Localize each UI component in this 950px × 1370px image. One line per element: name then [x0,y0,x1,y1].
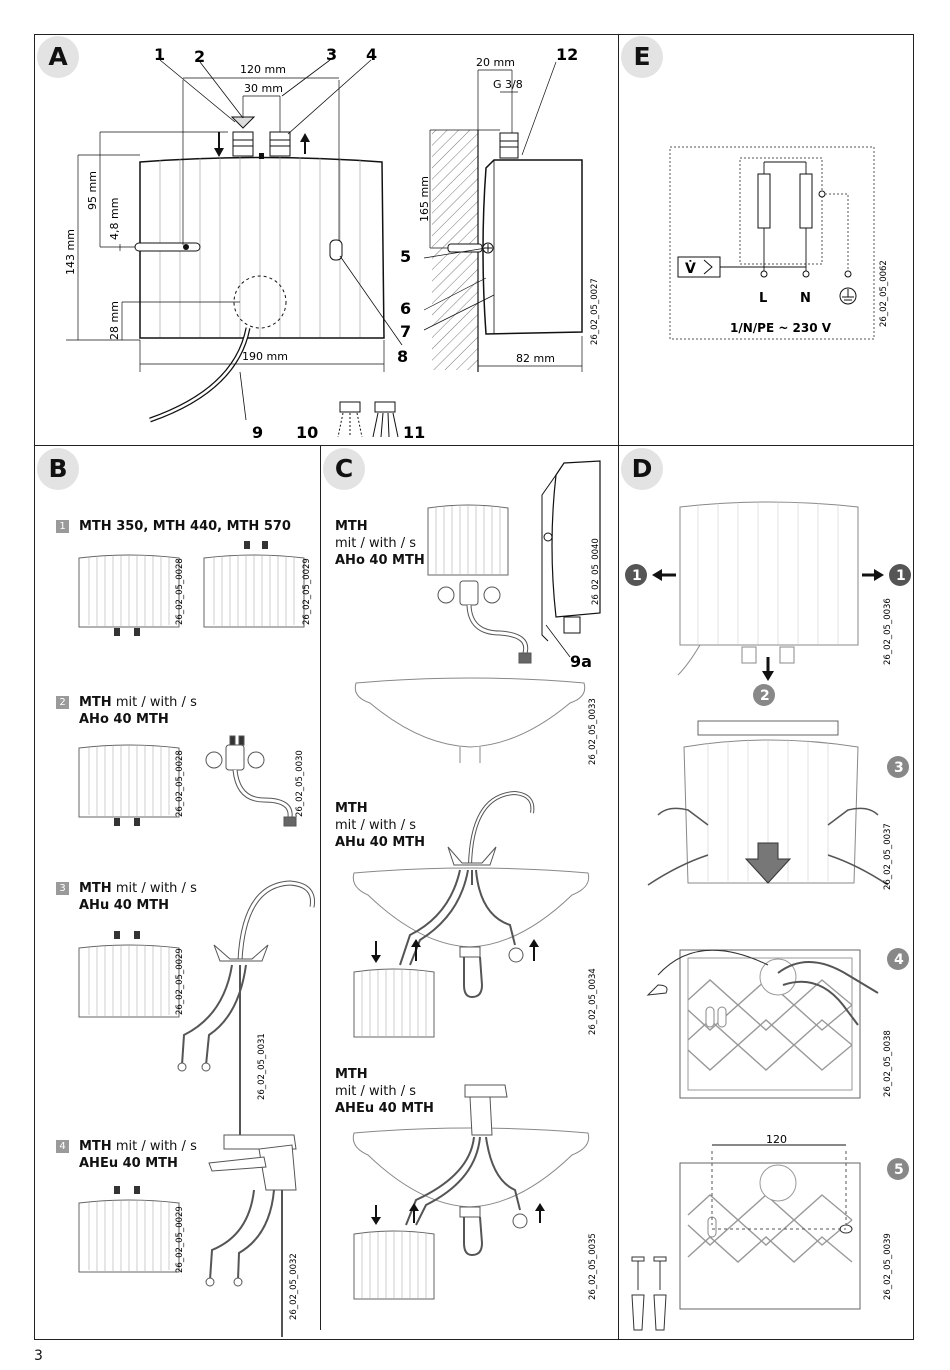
divider-vertical-left [320,445,321,1330]
terminal-l-label: L [759,291,767,306]
svg-text:26_02_05_0029: 26_02_05_0029 [175,1206,185,1273]
svg-text:26_02_05_0031: 26_02_05_0031 [257,1033,267,1100]
image-codes-d: 26_02_05_0036 26_02_05_0037 26_02_05_003… [883,598,893,1300]
svg-text:26_02_05_0035: 26_02_05_0035 [588,1233,598,1300]
callout-numbers-a: 1 2 3 4 5 6 7 8 9 10 11 12 [154,45,578,442]
svg-text:26_02_05_0032: 26_02_05_0032 [289,1253,299,1320]
step-marker-d1-left: 1 [625,564,647,586]
svg-text:82 mm: 82 mm [516,352,555,365]
step-number-b1: 1 [56,520,69,533]
callout-9a: 9a [570,652,592,671]
svg-text:4: 4 [366,45,377,64]
section-letter-b: B [37,448,79,490]
step-number-b2: 2 [56,696,69,709]
step-marker-d2: 2 [753,684,775,706]
step-marker-d4: 4 [887,948,909,970]
section-letter-e: E [621,36,663,78]
svg-text:1: 1 [154,45,165,64]
svg-text:26_02_05_0029: 26_02_05_0029 [175,948,185,1015]
divider-horizontal [34,445,914,446]
svg-text:165 mm: 165 mm [418,176,431,222]
svg-text:6: 6 [400,299,411,318]
dimension-labels-front: 120 mm 30 mm 95 mm 4,8 mm 143 mm 28 mm 1… [64,63,288,363]
page-number: 3 [34,1348,43,1364]
image-code-e: 26_02_05_0062 [879,260,889,327]
svg-text:26_02_05_0038: 26_02_05_0038 [883,1030,893,1097]
image-codes-c: 26_02_05_0040 26_02_05_0033 26_02_05_003… [588,538,601,1300]
section-letter-c: C [323,448,365,490]
svg-text:3: 3 [326,45,337,64]
svg-text:26_02_05_0028: 26_02_05_0028 [175,750,185,817]
svg-text:4,8 mm: 4,8 mm [108,198,121,240]
step-number-b4: 4 [56,1140,69,1153]
svg-text:10: 10 [296,423,318,442]
step-number-b3: 3 [56,882,69,895]
svg-text:9: 9 [252,423,263,442]
svg-text:26_02_05_0033: 26_02_05_0033 [588,698,598,765]
section-letter-a: A [37,36,79,78]
svg-text:12: 12 [556,45,578,64]
figure-b-variants: 26_02_05_0028 26_02_05_0029 26_02_05_002… [78,541,316,1337]
svg-text:26_02_05_0040: 26_02_05_0040 [591,538,601,605]
image-code-a: 26_02_05_0027 [590,278,600,345]
figure-c-installation: 9a [352,460,601,1300]
flow-switch-symbol: V̇ [685,260,696,277]
svg-text:1: 1 [632,568,642,584]
svg-text:190 mm: 190 mm [242,350,288,363]
svg-text:G 3/8: G 3/8 [493,78,523,91]
svg-text:20 mm: 20 mm [476,56,515,69]
svg-text:11: 11 [403,423,425,442]
svg-text:28 mm: 28 mm [108,301,121,340]
svg-text:26_02_05_0036: 26_02_05_0036 [883,598,893,665]
svg-text:26_02_05_0028: 26_02_05_0028 [175,558,185,625]
svg-text:120 mm: 120 mm [240,63,286,76]
section-letter-d: D [621,448,663,490]
figure-e-wiring-diagram: V̇ L N 1/N/PE ~ 230 V 26_02_05_0062 [669,146,889,340]
dimension-labels-side: 20 mm G 3/8 165 mm 82 mm [418,56,555,365]
svg-text:2: 2 [194,47,205,66]
svg-text:8: 8 [397,347,408,366]
step-marker-d1-right: 1 [889,564,911,586]
step-marker-d3: 3 [887,756,909,778]
dimension-120-label: 120 [766,1133,787,1146]
svg-text:3: 3 [894,760,904,776]
svg-text:143 mm: 143 mm [64,229,77,275]
figure-a-dimension-drawing: 120 mm 30 mm 95 mm 4,8 mm 143 mm 28 mm 1… [64,45,600,442]
svg-text:5: 5 [400,247,411,266]
svg-text:30 mm: 30 mm [244,82,283,95]
svg-text:26_02_05_0034: 26_02_05_0034 [588,968,598,1035]
supply-voltage-label: 1/N/PE ~ 230 V [730,321,832,335]
earth-icon [839,287,857,305]
svg-text:7: 7 [400,322,411,341]
svg-text:26_02_05_0029: 26_02_05_0029 [302,558,312,625]
svg-text:26_02_05_0030: 26_02_05_0030 [295,750,305,817]
svg-text:95 mm: 95 mm [86,171,99,210]
svg-text:2: 2 [760,688,770,704]
svg-text:5: 5 [894,1162,904,1178]
svg-text:4: 4 [894,952,904,968]
terminal-n-label: N [800,291,811,306]
image-codes-b: 26_02_05_0028 26_02_05_0029 26_02_05_002… [175,558,312,1320]
svg-text:1: 1 [896,568,906,584]
svg-text:26_02_05_0039: 26_02_05_0039 [883,1233,893,1300]
figure-d-assembly-steps: 1 1 2 3 4 [625,501,911,1331]
divider-vertical-right [618,34,619,1340]
svg-text:26_02_05_0037: 26_02_05_0037 [883,823,893,890]
step-marker-d5: 5 [887,1158,909,1180]
page-frame [34,34,914,1340]
